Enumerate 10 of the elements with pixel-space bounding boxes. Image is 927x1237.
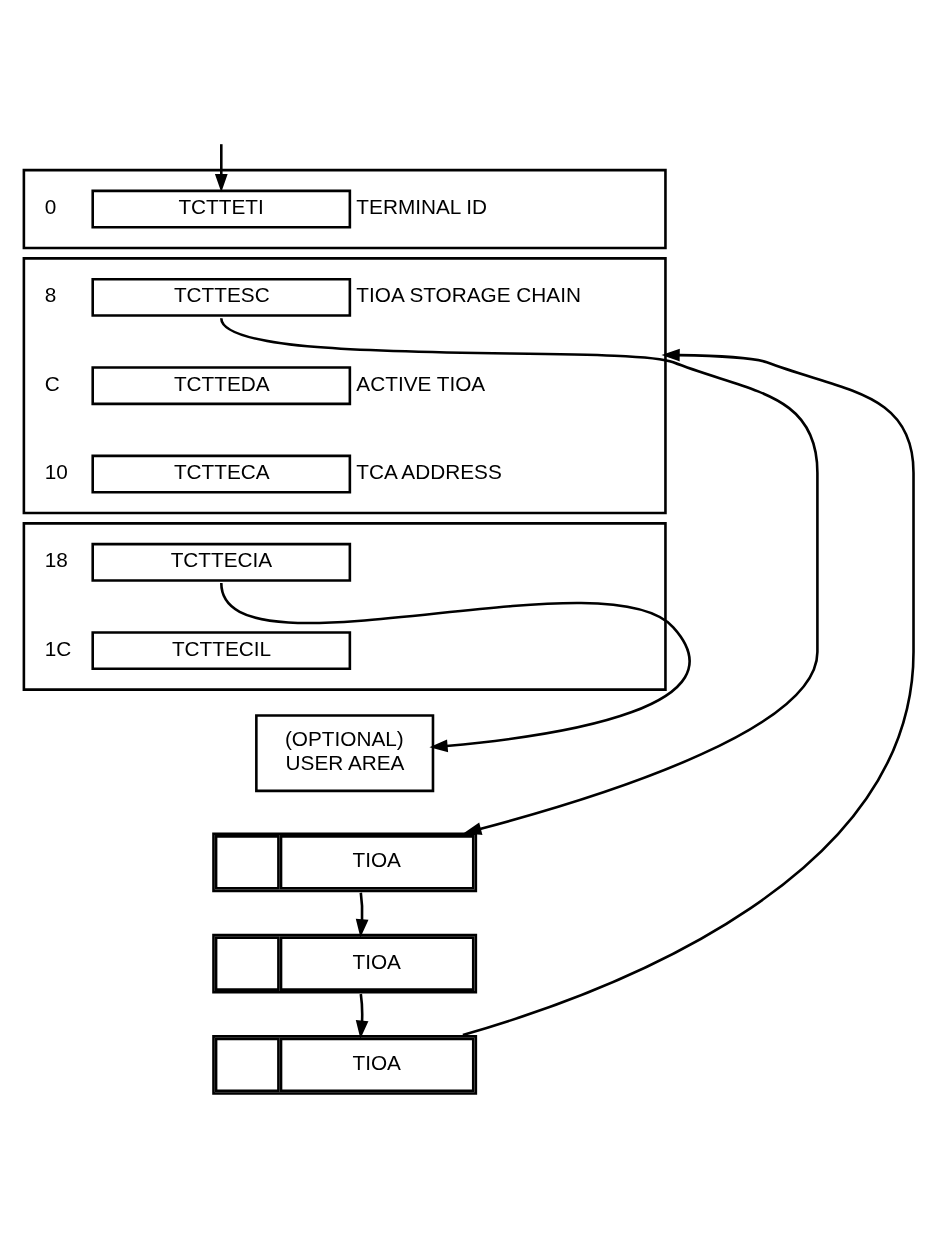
node-label: 0 — [44, 194, 57, 218]
node-label: 8 — [44, 282, 57, 306]
node-label: 1C — [44, 636, 72, 660]
node-label: ACTIVE TIOA — [356, 371, 486, 395]
node-label: TIOA STORAGE CHAIN — [356, 282, 581, 306]
node-label: TCA ADDRESS — [356, 459, 502, 483]
node-label: TERMINAL ID — [356, 194, 488, 218]
node-label: 10 — [44, 459, 68, 483]
node-label: 18 — [44, 547, 68, 571]
node-label: C — [44, 371, 60, 395]
